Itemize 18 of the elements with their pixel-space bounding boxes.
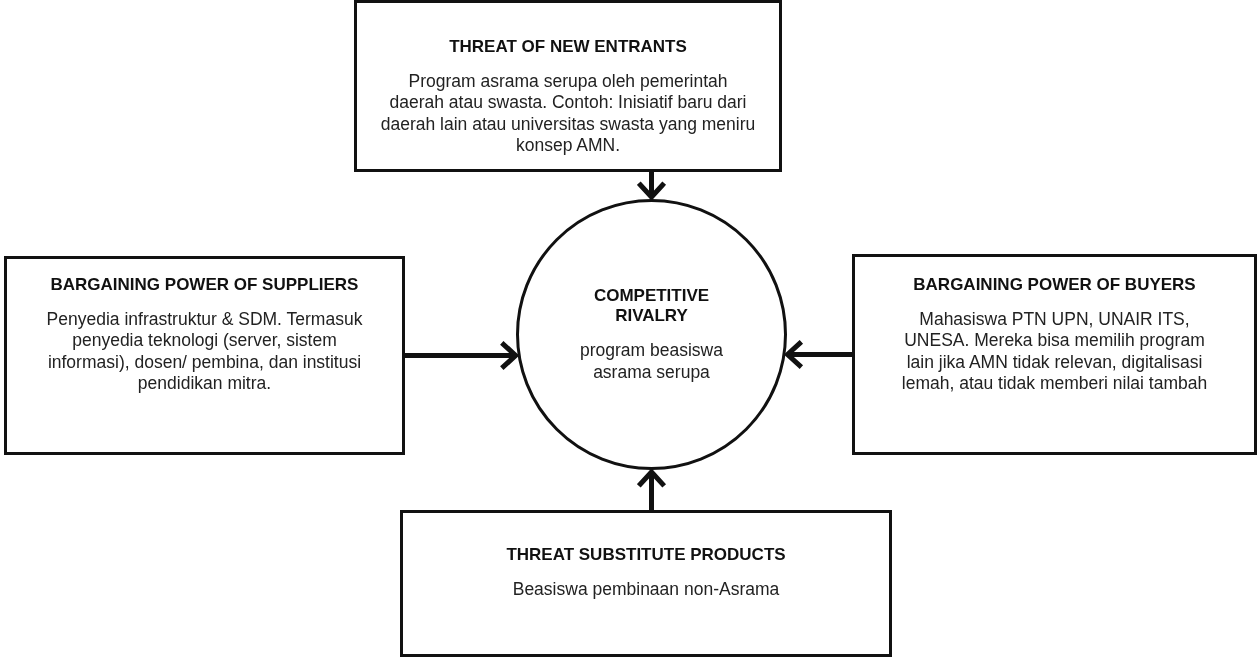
description-text: program beasiswa asrama serupa xyxy=(579,340,724,383)
force-title: BARGAINING POWER OF BUYERS xyxy=(913,275,1196,295)
force-box xyxy=(400,510,892,657)
rivalry-title: COMPETITIVE RIVALRY xyxy=(592,286,711,327)
description-text: Program asrama serupa oleh pemerintah daerah atau swasta. Contoh: Inisiatif baru dari daerah lain atau universitas swasta yang meniru konsep AMN. xyxy=(379,71,757,157)
force-box xyxy=(4,256,405,455)
force-title: BARGAINING POWER OF SUPPLIERS xyxy=(50,275,359,295)
force-title: THREAT OF NEW ENTRANTS xyxy=(449,37,687,57)
force-box xyxy=(354,0,782,172)
force-box xyxy=(852,254,1257,455)
force-title: THREAT SUBSTITUTE PRODUCTS xyxy=(506,545,786,565)
arrow xyxy=(405,342,519,369)
description-text: Penyedia infrastruktur & SDM. Termasuk penyedia teknologi (server, sistem informasi), dosen/ pembina, dan institusi pendidikan mitra. xyxy=(45,309,364,395)
arrow xyxy=(785,341,852,368)
description-text: Beasiswa pembinaan non-Asrama xyxy=(512,579,780,601)
arrow xyxy=(638,469,665,510)
arrow xyxy=(638,172,665,200)
description-text: Mahasiswa PTN UPN, UNAIR ITS, UNESA. Mereka bisa memilih program lain jika AMN tidak relevan, digitalisasi lemah, atau tidak memberi nilai tambah xyxy=(900,309,1209,395)
